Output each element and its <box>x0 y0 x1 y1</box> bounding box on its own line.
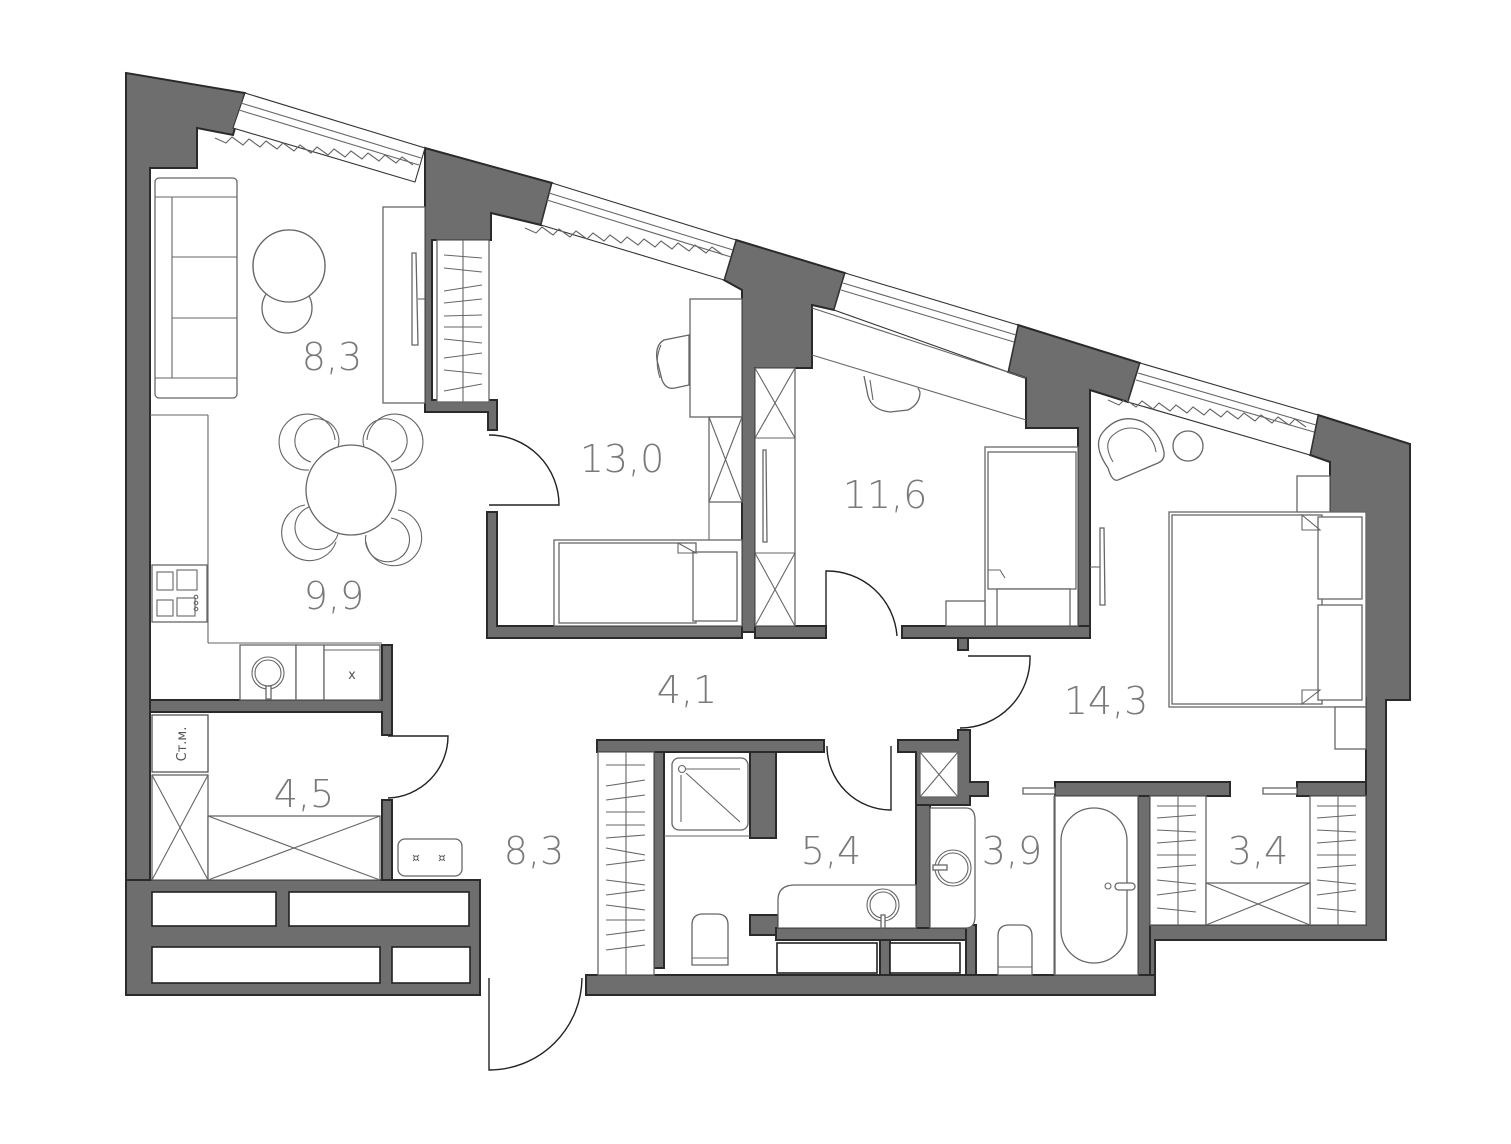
side-table-icon <box>1172 430 1204 462</box>
wardrobe-icon <box>436 239 490 403</box>
sofa-icon <box>154 177 238 399</box>
room-area-bedroom-1: 13,0 <box>580 437 665 481</box>
room-area-entrance-hall: 8,3 <box>504 829 564 873</box>
living-room <box>154 177 490 404</box>
room-area-bedroom-2: 11,6 <box>843 473 928 517</box>
bedroom-1-door-icon[interactable] <box>488 434 560 506</box>
tv-icon <box>411 252 425 346</box>
laundry-door-icon <box>387 735 449 799</box>
bathroom-2 <box>919 751 1139 976</box>
curtains <box>214 136 1307 428</box>
kitchen: x <box>150 413 424 701</box>
master-door-icon[interactable] <box>959 655 1031 729</box>
master-bedroom <box>1090 418 1367 750</box>
storage-cabinet-icon <box>151 774 381 881</box>
tv-cabinet-icon <box>382 206 426 404</box>
chair-icon <box>656 334 690 389</box>
bed-icon <box>553 539 743 627</box>
shoe-bench-icon: ¤ ¤ <box>397 838 463 877</box>
tv-icon <box>762 449 768 543</box>
room-area-bathroom-1: 5,4 <box>801 829 861 873</box>
doors <box>488 434 1031 811</box>
area-labels: 8,3 13,0 11,6 9,9 4,1 14,3 4,5 8,3 5,4 3… <box>274 335 1288 873</box>
washing-machine-label: Ст.м. <box>175 727 190 762</box>
stove-icon <box>151 564 208 623</box>
desk-icon <box>689 298 743 418</box>
bathroom-1 <box>664 757 917 966</box>
bathroom-1-door-icon[interactable] <box>826 745 892 811</box>
svg-text:¤: ¤ <box>438 851 446 865</box>
bedroom-2-door-icon[interactable] <box>825 570 898 637</box>
room-area-corridor: 4,1 <box>657 668 717 712</box>
entrance-door-icon[interactable] <box>488 977 583 1071</box>
laundry-room: Ст.м. <box>151 714 449 881</box>
wardrobe-icon <box>1149 795 1367 926</box>
room-area-kitchen: 9,9 <box>304 574 364 618</box>
wardrobe-icon <box>754 367 796 627</box>
wardrobe-icon <box>708 416 743 540</box>
room-area-wardrobe: 3,4 <box>1228 829 1288 873</box>
bathtub-icon <box>1054 795 1139 976</box>
chair-icon <box>863 375 921 413</box>
wardrobe-icon <box>597 751 655 976</box>
room-area-laundry: 4,5 <box>274 772 334 816</box>
armchair-icon <box>1097 418 1165 481</box>
room-area-bathroom-2: 3,9 <box>982 829 1042 873</box>
vent-shaft-icon <box>919 751 959 798</box>
washbasin-icon <box>929 807 976 929</box>
toilet-icon <box>997 924 1033 976</box>
bedroom-1 <box>553 298 743 627</box>
bed-icon <box>945 446 1079 627</box>
dishwasher-icon: x <box>323 644 381 701</box>
dining-table-icon <box>278 413 424 567</box>
room-area-living: 8,3 <box>302 335 362 379</box>
toilet-icon <box>691 913 729 966</box>
vanity-icon <box>777 884 917 929</box>
room-area-master-bedroom: 14,3 <box>1064 679 1149 723</box>
bedroom-2 <box>754 367 1079 627</box>
shower-icon <box>664 757 750 837</box>
svg-text:¤: ¤ <box>412 851 420 865</box>
tv-icon <box>1090 527 1106 606</box>
sink-icon <box>239 644 297 701</box>
double-bed-icon <box>1168 511 1367 708</box>
walk-in-wardrobe <box>1149 787 1367 926</box>
entrance-hall: ¤ ¤ <box>397 751 655 1071</box>
dishwasher-mark: x <box>348 668 356 683</box>
